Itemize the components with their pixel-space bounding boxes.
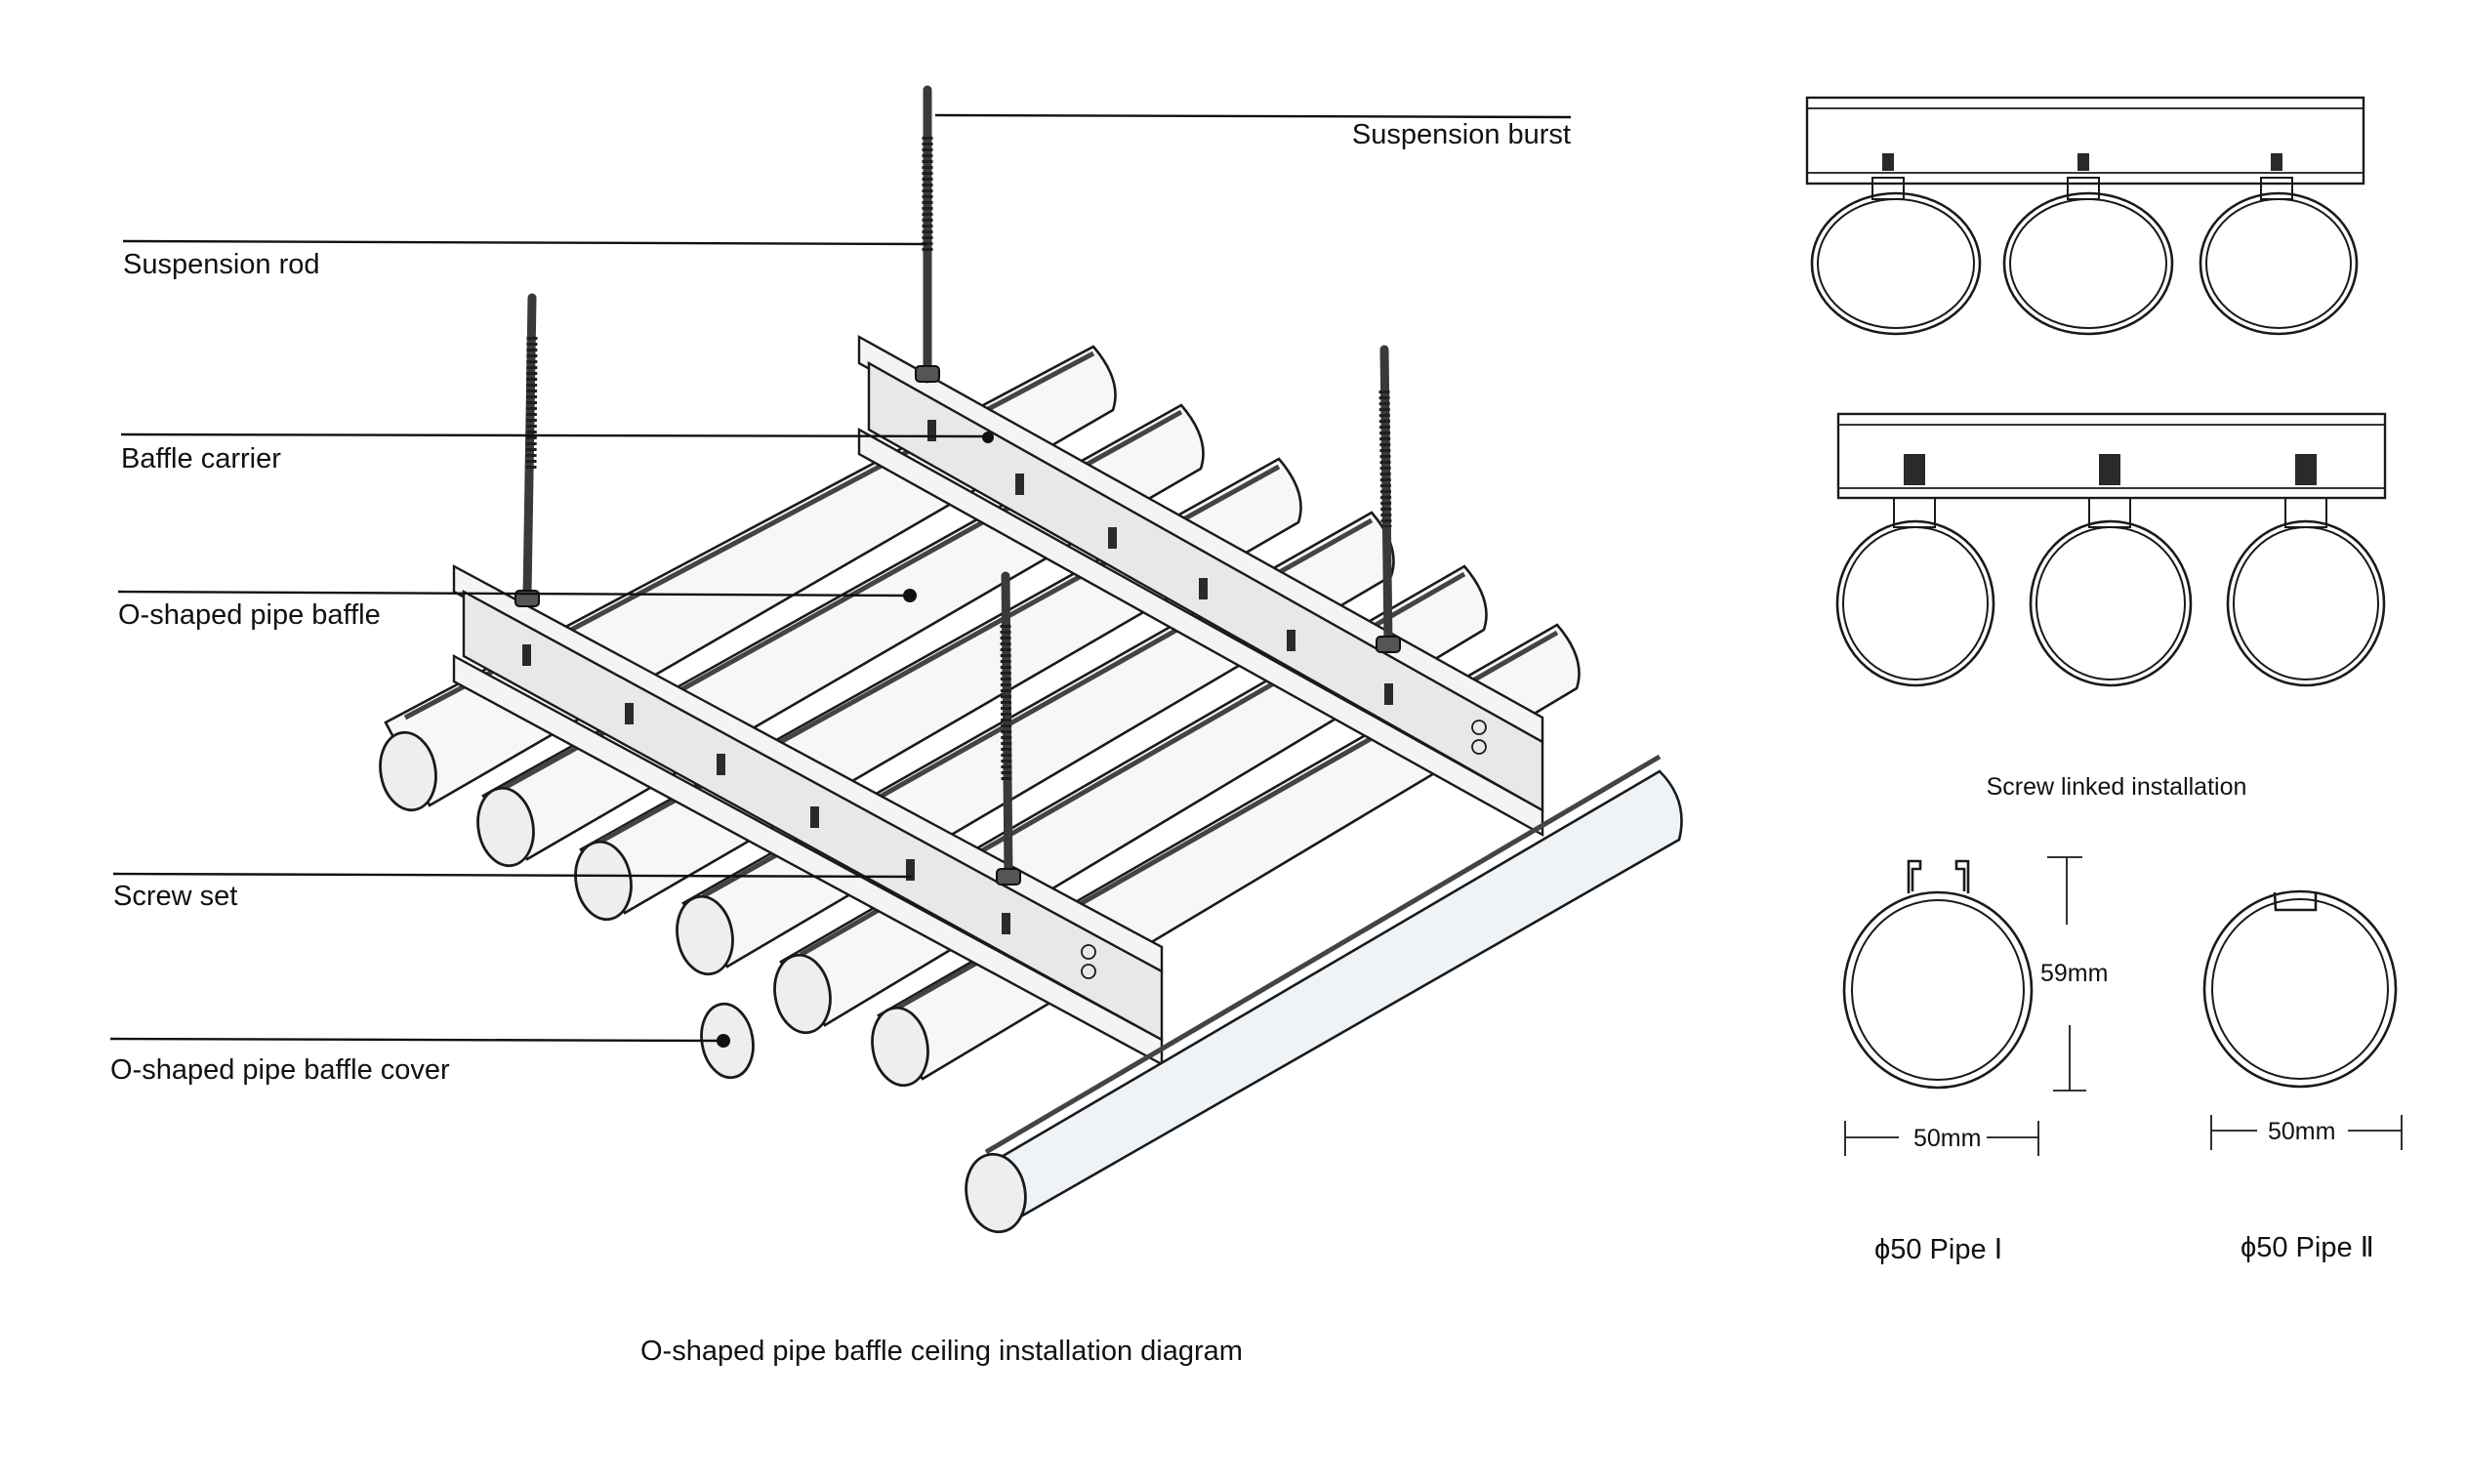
- leader-line: [109, 1037, 723, 1043]
- side-view-top: [1805, 96, 2365, 336]
- profile-name: ϕ50 Pipe Ⅱ: [2241, 1232, 2374, 1263]
- ring-clip: [2199, 153, 2359, 336]
- profile-name: ϕ50 Pipe Ⅰ: [1874, 1234, 2002, 1265]
- side-view-bottom: Screw linked installation: [1835, 412, 2387, 801]
- dimension-width: 50mm: [2268, 1118, 2335, 1145]
- ring-clip: [1810, 153, 1982, 336]
- profile-pipe-2: 50mm ϕ50 Pipe Ⅱ: [2202, 889, 2403, 1263]
- profile-pipe-1: 59mm 50mm ϕ50 Pipe Ⅰ: [1842, 856, 2108, 1265]
- pipe-baffle-detached: [965, 754, 1683, 1234]
- suspension-rod: [1376, 345, 1401, 653]
- diagram-caption: O-shaped pipe baffle ceiling installatio…: [640, 1336, 1243, 1367]
- pipe-baffle-cover: [700, 1002, 755, 1080]
- label-pipe-baffle: O-shaped pipe baffle: [118, 599, 381, 631]
- label-suspension-rod: Suspension rod: [123, 249, 320, 280]
- side-view-caption: Screw linked installation: [1987, 773, 2247, 801]
- suspension-rods: [514, 85, 1401, 886]
- callouts: Suspension burst Suspension rod Baffle c…: [109, 113, 1572, 1367]
- dimension-height: 59mm: [2040, 960, 2108, 987]
- leader-line: [117, 590, 909, 598]
- suspension-rod: [996, 571, 1021, 886]
- ring-clip: [2002, 153, 2174, 336]
- ring-clip: [1835, 454, 1995, 687]
- screw-set: [522, 420, 1393, 934]
- label-pipe-baffle-cover: O-shaped pipe baffle cover: [110, 1054, 450, 1086]
- dimension-width: 50mm: [1913, 1125, 1981, 1152]
- ring-clip: [2029, 454, 2193, 687]
- suspension-rod: [915, 85, 940, 384]
- label-screw-set: Screw set: [113, 881, 237, 912]
- leader-line: [112, 872, 914, 879]
- label-baffle-carrier: Baffle carrier: [121, 443, 281, 474]
- ring-clip: [2226, 454, 2386, 687]
- label-suspension-burst: Suspension burst: [1352, 119, 1571, 150]
- suspension-rod: [514, 293, 540, 607]
- leader-line: [122, 239, 928, 246]
- leader-line: [934, 113, 1572, 119]
- leader-line: [120, 433, 987, 438]
- isometric-assembly: [379, 85, 1683, 1234]
